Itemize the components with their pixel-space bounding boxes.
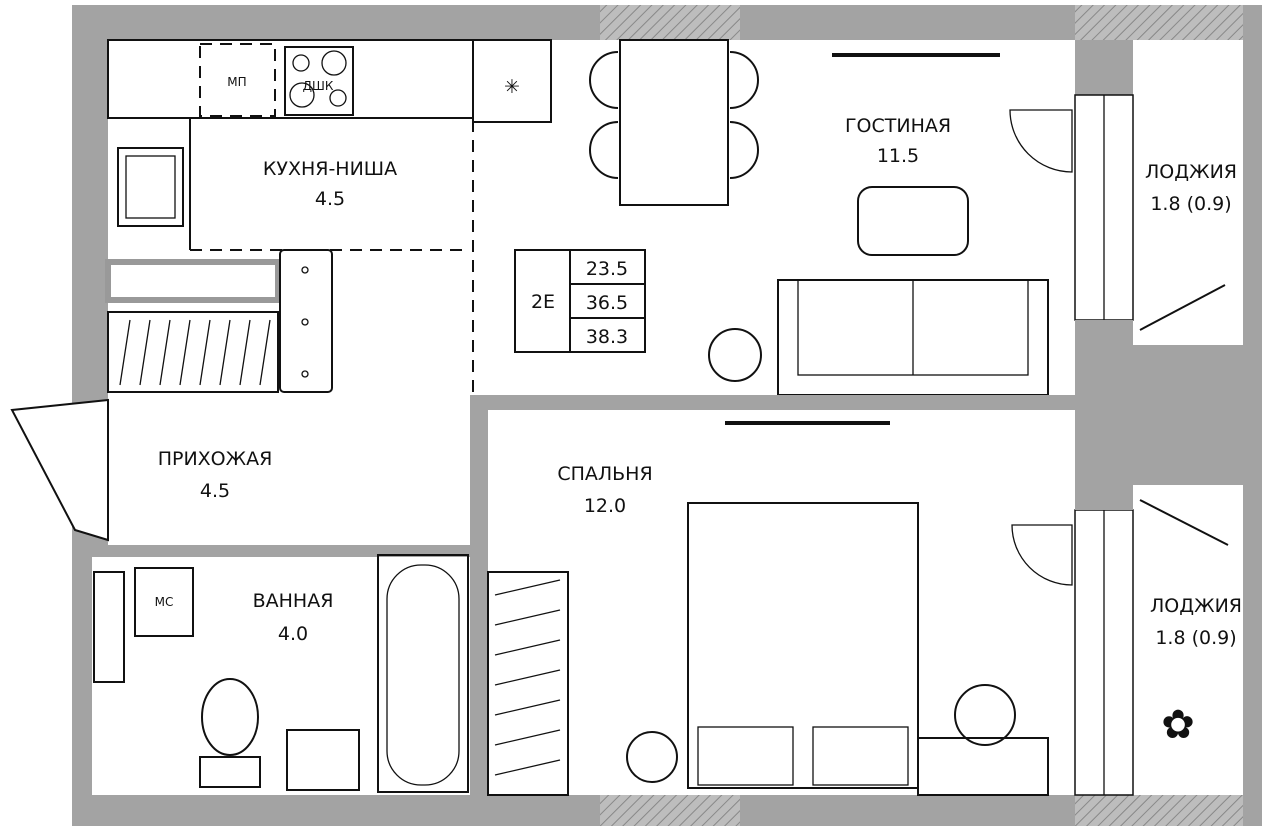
living-area-total: 23.5 (586, 258, 628, 280)
bathroom-name: ВАННАЯ (253, 590, 334, 612)
sink (117, 147, 184, 227)
window-top-2 (1075, 5, 1243, 40)
towel-rail (93, 571, 125, 683)
washer-label: МС (155, 595, 174, 609)
hallway-name: ПРИХОЖАЯ (158, 448, 273, 470)
loggia-1-area: 1.8 (0.9) (1150, 193, 1231, 215)
toilet (201, 678, 259, 756)
bathroom-area: 4.0 (278, 623, 308, 645)
snowflake-icon: ✳ (504, 76, 520, 98)
bathtub (377, 554, 469, 793)
total-area-with-loggia: 38.3 (586, 326, 628, 348)
loggia-1-floor (1133, 40, 1243, 345)
window-top-1 (600, 5, 740, 40)
pouf (626, 731, 678, 783)
wardrobe-hall (107, 311, 279, 393)
window-bottom-1 (600, 795, 740, 826)
kitchen-area: 4.5 (315, 188, 345, 210)
bedroom-wardrobe (487, 571, 569, 796)
microwave-label: МП (227, 75, 246, 89)
coffee-table (857, 186, 969, 256)
chair-round (954, 684, 1016, 746)
plant-icon: ✿ (1161, 702, 1195, 748)
chairs (589, 51, 759, 179)
interior-wall (470, 395, 1075, 410)
loggia-2-area: 1.8 (0.9) (1155, 627, 1236, 649)
washing-machine (134, 567, 194, 637)
kitchen-name: КУХНЯ-НИША (263, 158, 397, 180)
loggia-2-floor (1133, 485, 1243, 795)
apartment-type: 2Е (531, 291, 555, 313)
cooktop (284, 46, 354, 116)
entry-door (10, 398, 109, 542)
living-name: ГОСТИНАЯ (845, 115, 951, 137)
microwave (199, 43, 276, 117)
bedroom-area: 12.0 (584, 495, 626, 517)
desk (917, 737, 1049, 796)
hallway-area: 4.5 (200, 480, 230, 502)
window-bottom-2 (1075, 795, 1243, 826)
dining-table (619, 39, 729, 206)
bedroom-name: СПАЛЬНЯ (557, 463, 652, 485)
sink-bath (286, 729, 360, 791)
loggia-2-name: ЛОДЖИЯ (1150, 595, 1242, 617)
summary-box: 2Е 23.5 36.5 38.3 (514, 249, 646, 353)
hall-cabinet (279, 249, 333, 393)
loggia-1-name: ЛОДЖИЯ (1145, 161, 1237, 183)
total-area: 36.5 (586, 292, 628, 314)
bathroom-floor (92, 555, 470, 795)
bed (687, 502, 919, 789)
bedroom-floor (488, 410, 1075, 795)
living-area: 11.5 (877, 145, 919, 167)
shelf (105, 259, 281, 303)
robot-vacuum (708, 328, 762, 382)
oven-label: ДШК (303, 79, 334, 93)
